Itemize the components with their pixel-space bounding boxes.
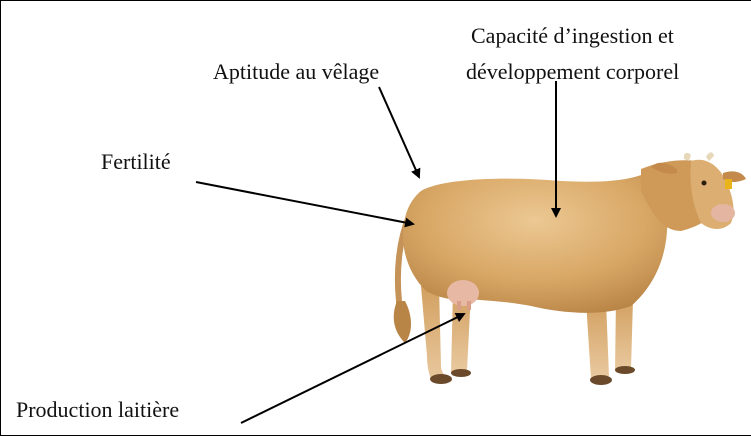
label-fertilite: Fertilité: [101, 151, 171, 173]
label-production-laitiere: Production laitière: [16, 399, 179, 421]
label-ingestion-line2: développement corporel: [466, 61, 679, 83]
arrow-velage: [379, 87, 419, 177]
cow-udder: [447, 280, 479, 310]
label-velage: Aptitude au vêlage: [213, 61, 379, 83]
cow-body: [403, 171, 667, 313]
label-ingestion-line1: Capacité d’ingestion et: [471, 25, 674, 47]
arrow-fertilite: [196, 182, 413, 224]
